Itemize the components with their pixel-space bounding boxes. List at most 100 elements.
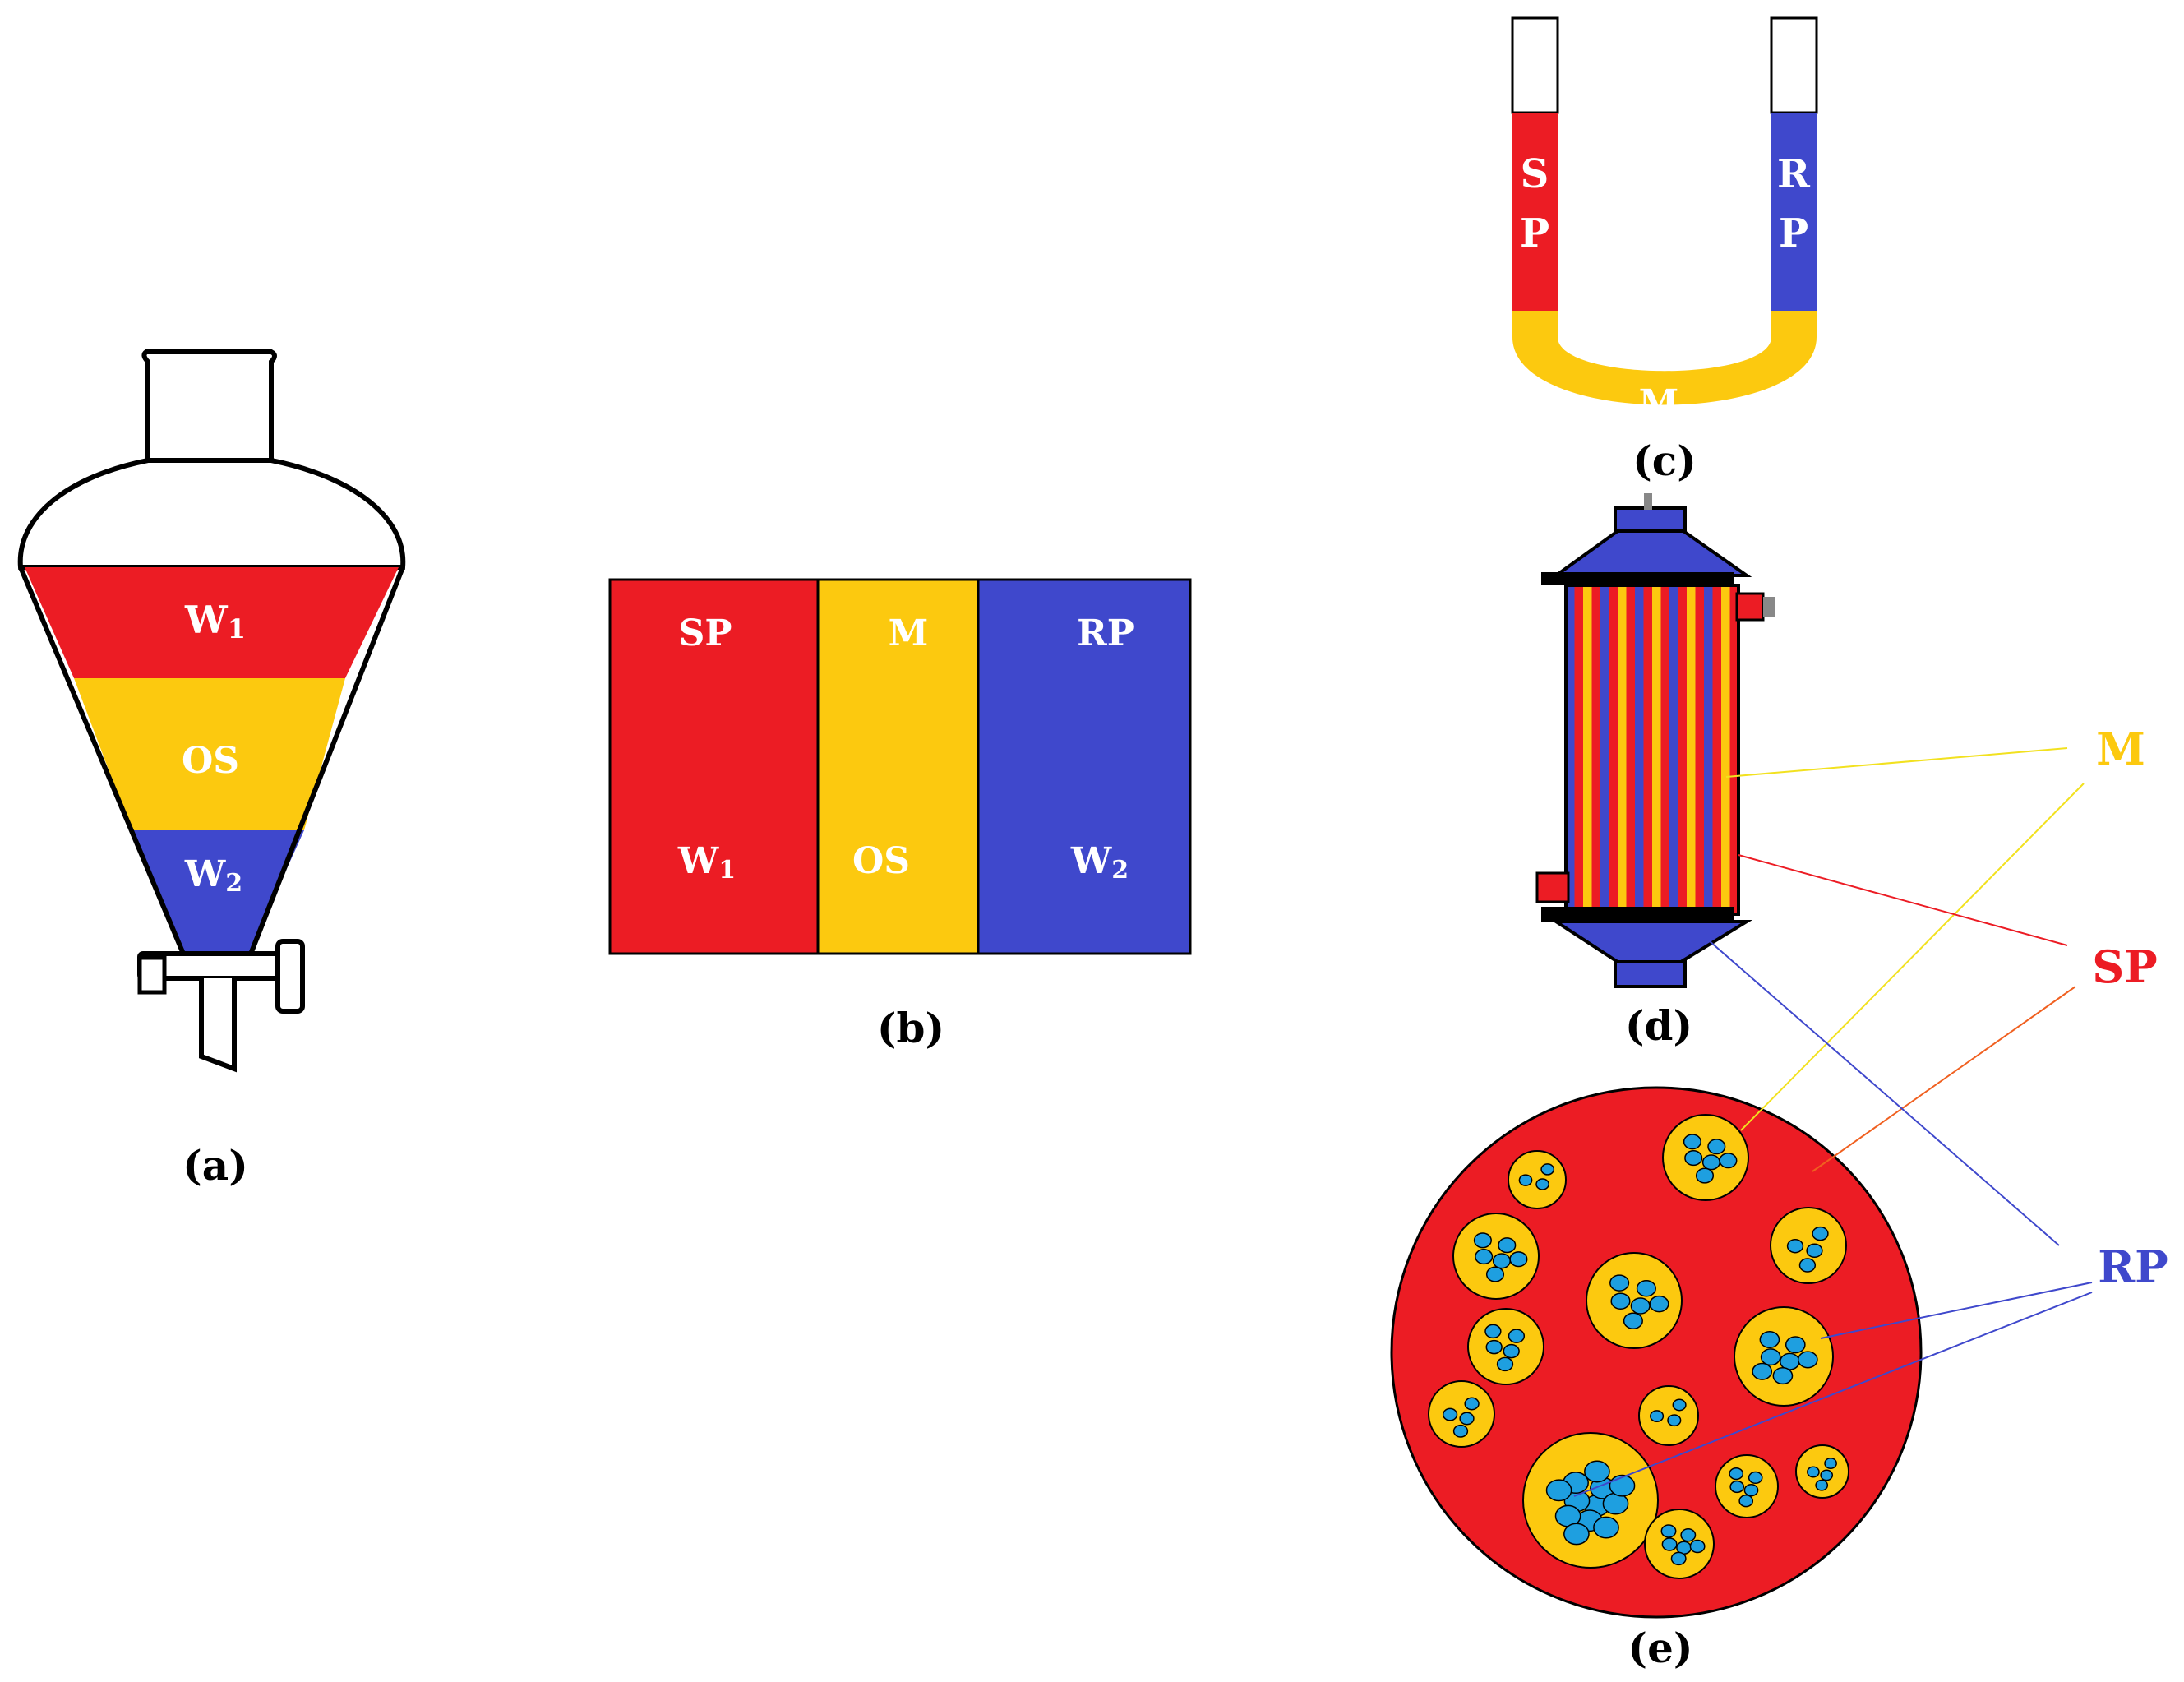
module-top-cap: [1550, 529, 1752, 577]
fiber-stripe: [1704, 585, 1714, 914]
internal-phase-droplet: [1701, 1154, 1720, 1171]
leader-m-to-module: [1725, 747, 2068, 778]
box-label-sp: SP: [679, 612, 732, 654]
internal-phase-droplet: [1660, 1524, 1677, 1538]
legend-leader-lines: M SP RP: [1573, 723, 2168, 1497]
membrane-droplet: [1770, 1207, 1847, 1284]
internal-phase-droplet: [1683, 1134, 1701, 1150]
box-column-m: [818, 580, 978, 954]
internal-phase-droplet: [1820, 1469, 1834, 1481]
caption-d: (d): [1625, 1001, 1692, 1050]
box-label-w2-sub: 2: [1111, 856, 1129, 885]
box-label-m: M: [889, 612, 929, 654]
fiber-stripe: [1566, 585, 1576, 914]
funnel-shoulder: [17, 458, 406, 570]
panel-b-bulk-liquid-membrane: SP M RP W1 OS W2 (b): [608, 578, 1192, 1052]
module-outlet-valve: [1763, 597, 1775, 617]
internal-phase-droplet: [1584, 1460, 1610, 1483]
box-label-w2-main: W: [1070, 840, 1112, 882]
module-side-inlet: [1535, 871, 1570, 903]
funnel-label-w1-sub: 1: [228, 613, 246, 645]
internal-phase-droplet: [1786, 1238, 1804, 1254]
internal-phase-droplet: [1743, 1484, 1759, 1497]
funnel-stem: [199, 978, 237, 1073]
fiber-stripe: [1695, 585, 1705, 914]
internal-phase-droplet: [1738, 1495, 1754, 1508]
module-bottom-nozzle: [1614, 960, 1687, 988]
leader-m-to-globule: [1740, 783, 2085, 1131]
internal-phase-droplet: [1650, 1410, 1665, 1423]
internal-phase-droplet: [1672, 1398, 1687, 1412]
leader-sp-to-module: [1738, 854, 2068, 946]
internal-phase-droplet: [1812, 1226, 1829, 1241]
internal-phase-droplet: [1719, 1153, 1738, 1169]
funnel-label-w2-main: W: [184, 853, 226, 895]
legend-label-rp: RP: [2098, 1241, 2168, 1293]
internal-phase-droplet: [1748, 1471, 1763, 1485]
funnel-label-w2-sub: 2: [225, 869, 242, 898]
internal-phase-droplet: [1459, 1412, 1475, 1426]
caption-e: (e): [1628, 1624, 1692, 1672]
internal-phase-droplet: [1540, 1163, 1555, 1176]
fiber-stripe: [1652, 585, 1662, 914]
internal-phase-droplet: [1649, 1295, 1669, 1313]
fiber-stripe: [1687, 585, 1697, 914]
internal-phase-droplet: [1695, 1167, 1715, 1184]
module-bottom-flange: [1541, 907, 1734, 922]
internal-phase-droplet: [1609, 1274, 1630, 1292]
internal-phase-droplet: [1496, 1356, 1514, 1372]
internal-phase-droplet: [1518, 1174, 1533, 1186]
internal-phase-droplet: [1689, 1539, 1706, 1554]
internal-phase-droplet: [1503, 1343, 1520, 1359]
funnel-label-os: OS: [182, 740, 239, 782]
fiber-stripe: [1678, 585, 1688, 914]
internal-phase-droplet: [1680, 1528, 1697, 1542]
box-label-w1-main: W: [677, 840, 719, 882]
panel-a-separatory-funnel: W1 OS W2 (a): [17, 349, 406, 1190]
internal-phase-droplet: [1759, 1330, 1780, 1349]
internal-phase-droplet: [1807, 1466, 1820, 1478]
module-fiber-bundle: [1566, 585, 1739, 914]
u-tube-right-rp: [1771, 113, 1817, 311]
fiber-stripe: [1729, 585, 1739, 914]
funnel-label-w1: W1: [184, 598, 246, 645]
caption-a: (a): [182, 1141, 248, 1190]
internal-phase-droplet: [1729, 1480, 1745, 1494]
u-tube-right-letter-2: P: [1779, 210, 1808, 256]
u-tube-left-letter-2: P: [1520, 210, 1549, 256]
internal-phase-droplet: [1442, 1407, 1458, 1421]
internal-phase-droplet: [1670, 1551, 1687, 1566]
internal-phase-droplet: [1623, 1312, 1643, 1329]
internal-phase-droplet: [1484, 1324, 1502, 1339]
panel-d-hollow-fiber-module: (d): [1535, 493, 1775, 1050]
module-top-pin: [1644, 493, 1652, 510]
leader-sp-to-globule: [1812, 986, 2076, 1172]
funnel-label-w1-main: W: [184, 598, 229, 642]
internal-phase-droplet: [1475, 1249, 1494, 1265]
u-tube-left-empty: [1511, 16, 1559, 114]
box-label-rp: RP: [1077, 612, 1134, 654]
funnel-neck: [141, 349, 277, 460]
internal-phase-droplet: [1609, 1474, 1636, 1497]
internal-phase-droplet: [1473, 1232, 1492, 1249]
internal-phase-droplet: [1508, 1329, 1526, 1343]
caption-c: (c): [1632, 437, 1697, 485]
module-top-flange: [1541, 572, 1734, 585]
module-top-nozzle: [1614, 506, 1687, 533]
internal-phase-droplet: [1752, 1362, 1773, 1380]
box-label-w1-sub: 1: [718, 856, 736, 885]
fiber-stripe: [1721, 585, 1731, 914]
funnel-layer-os: [74, 678, 345, 830]
internal-phase-droplet: [1630, 1297, 1651, 1315]
internal-phase-droplet: [1772, 1367, 1794, 1385]
box-label-w2: W2: [1070, 840, 1129, 885]
internal-phase-droplet: [1485, 1339, 1503, 1355]
internal-phase-droplet: [1509, 1251, 1528, 1268]
internal-phase-droplet: [1797, 1351, 1818, 1369]
internal-phase-droplet: [1636, 1279, 1656, 1297]
u-tube-left-letter-1: S: [1521, 151, 1549, 197]
fiber-stripe: [1574, 585, 1584, 914]
fiber-stripe: [1626, 585, 1636, 914]
funnel-layer-w1: [25, 567, 399, 678]
